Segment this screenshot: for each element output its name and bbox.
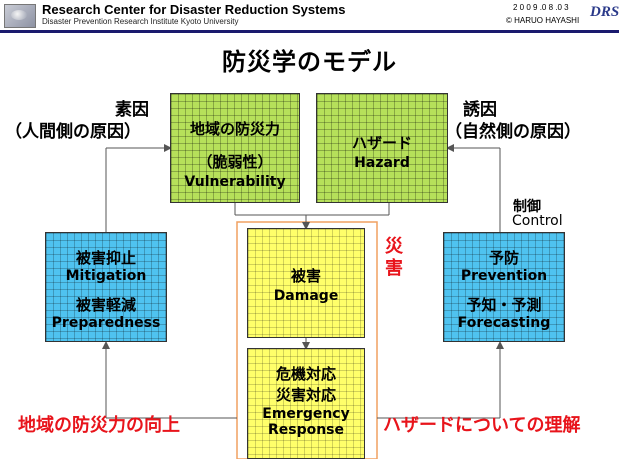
header-bar: Research Center for Disaster Reduction S…	[0, 0, 619, 30]
mitigation-jp: 被害抑止	[75, 249, 136, 267]
yuin-sub-label: （自然側の原因）	[445, 122, 581, 142]
drs-logo-icon: DRS	[590, 4, 619, 20]
response-jp-2: 災害対応	[275, 386, 336, 404]
header-subtitle: Disaster Prevention Research Institute K…	[42, 17, 239, 26]
hazard-box: ハザード Hazard	[316, 93, 448, 203]
saigai-label-2: 害	[385, 258, 403, 279]
preparedness-en: Preparedness	[51, 315, 161, 331]
hazard-en: Hazard	[354, 155, 410, 171]
header-title: Research Center for Disaster Reduction S…	[42, 2, 346, 17]
mitigation-en: Mitigation	[65, 268, 147, 284]
response-en-1: Emergency	[262, 406, 350, 422]
vulnerability-box: 地域の防災力 （脆弱性） Vulnerability	[170, 93, 300, 203]
saigai-label-1: 災	[385, 236, 403, 257]
institute-logo-icon	[4, 4, 36, 28]
slide-title: 防災学のモデル	[222, 48, 397, 76]
prevention-en: Prevention	[460, 268, 548, 284]
soin-sub-label: （人間側の原因）	[5, 122, 141, 142]
damage-box: 被害 Damage	[247, 228, 365, 338]
header-date: 2 0 0 9 .0 8 .0 3	[513, 3, 569, 12]
mitigation-box: 被害抑止 Mitigation 被害軽減 Preparedness	[45, 232, 167, 342]
yuin-label: 誘因	[463, 100, 497, 120]
response-en-2: Response	[267, 422, 345, 438]
header-divider	[0, 30, 619, 33]
vulnerability-en: Vulnerability	[184, 174, 286, 190]
vulnerability-jp-2: （脆弱性）	[197, 153, 273, 171]
prevention-jp: 予防	[488, 249, 519, 267]
hazard-jp: ハザード	[351, 134, 412, 152]
vulnerability-jp-1: 地域の防災力	[189, 120, 280, 138]
forecasting-en: Forecasting	[457, 315, 551, 331]
soin-label: 素因	[115, 100, 149, 120]
prevention-box: 予防 Prevention 予知・予測 Forecasting	[443, 232, 565, 342]
bottom-right-caption: ハザードについての理解	[383, 415, 581, 436]
response-jp-1: 危機対応	[275, 365, 336, 383]
response-box: 危機対応 災害対応 Emergency Response	[247, 348, 365, 459]
control-label: Control	[512, 213, 563, 229]
damage-en: Damage	[273, 288, 339, 304]
header-copyright: © HARUO HAYASHI	[506, 16, 580, 25]
bottom-left-caption: 地域の防災力の向上	[18, 415, 180, 436]
seigyo-label: 制御	[513, 199, 541, 215]
preparedness-jp: 被害軽減	[75, 296, 136, 314]
forecasting-jp: 予知・予測	[466, 296, 542, 314]
damage-jp: 被害	[290, 267, 321, 285]
